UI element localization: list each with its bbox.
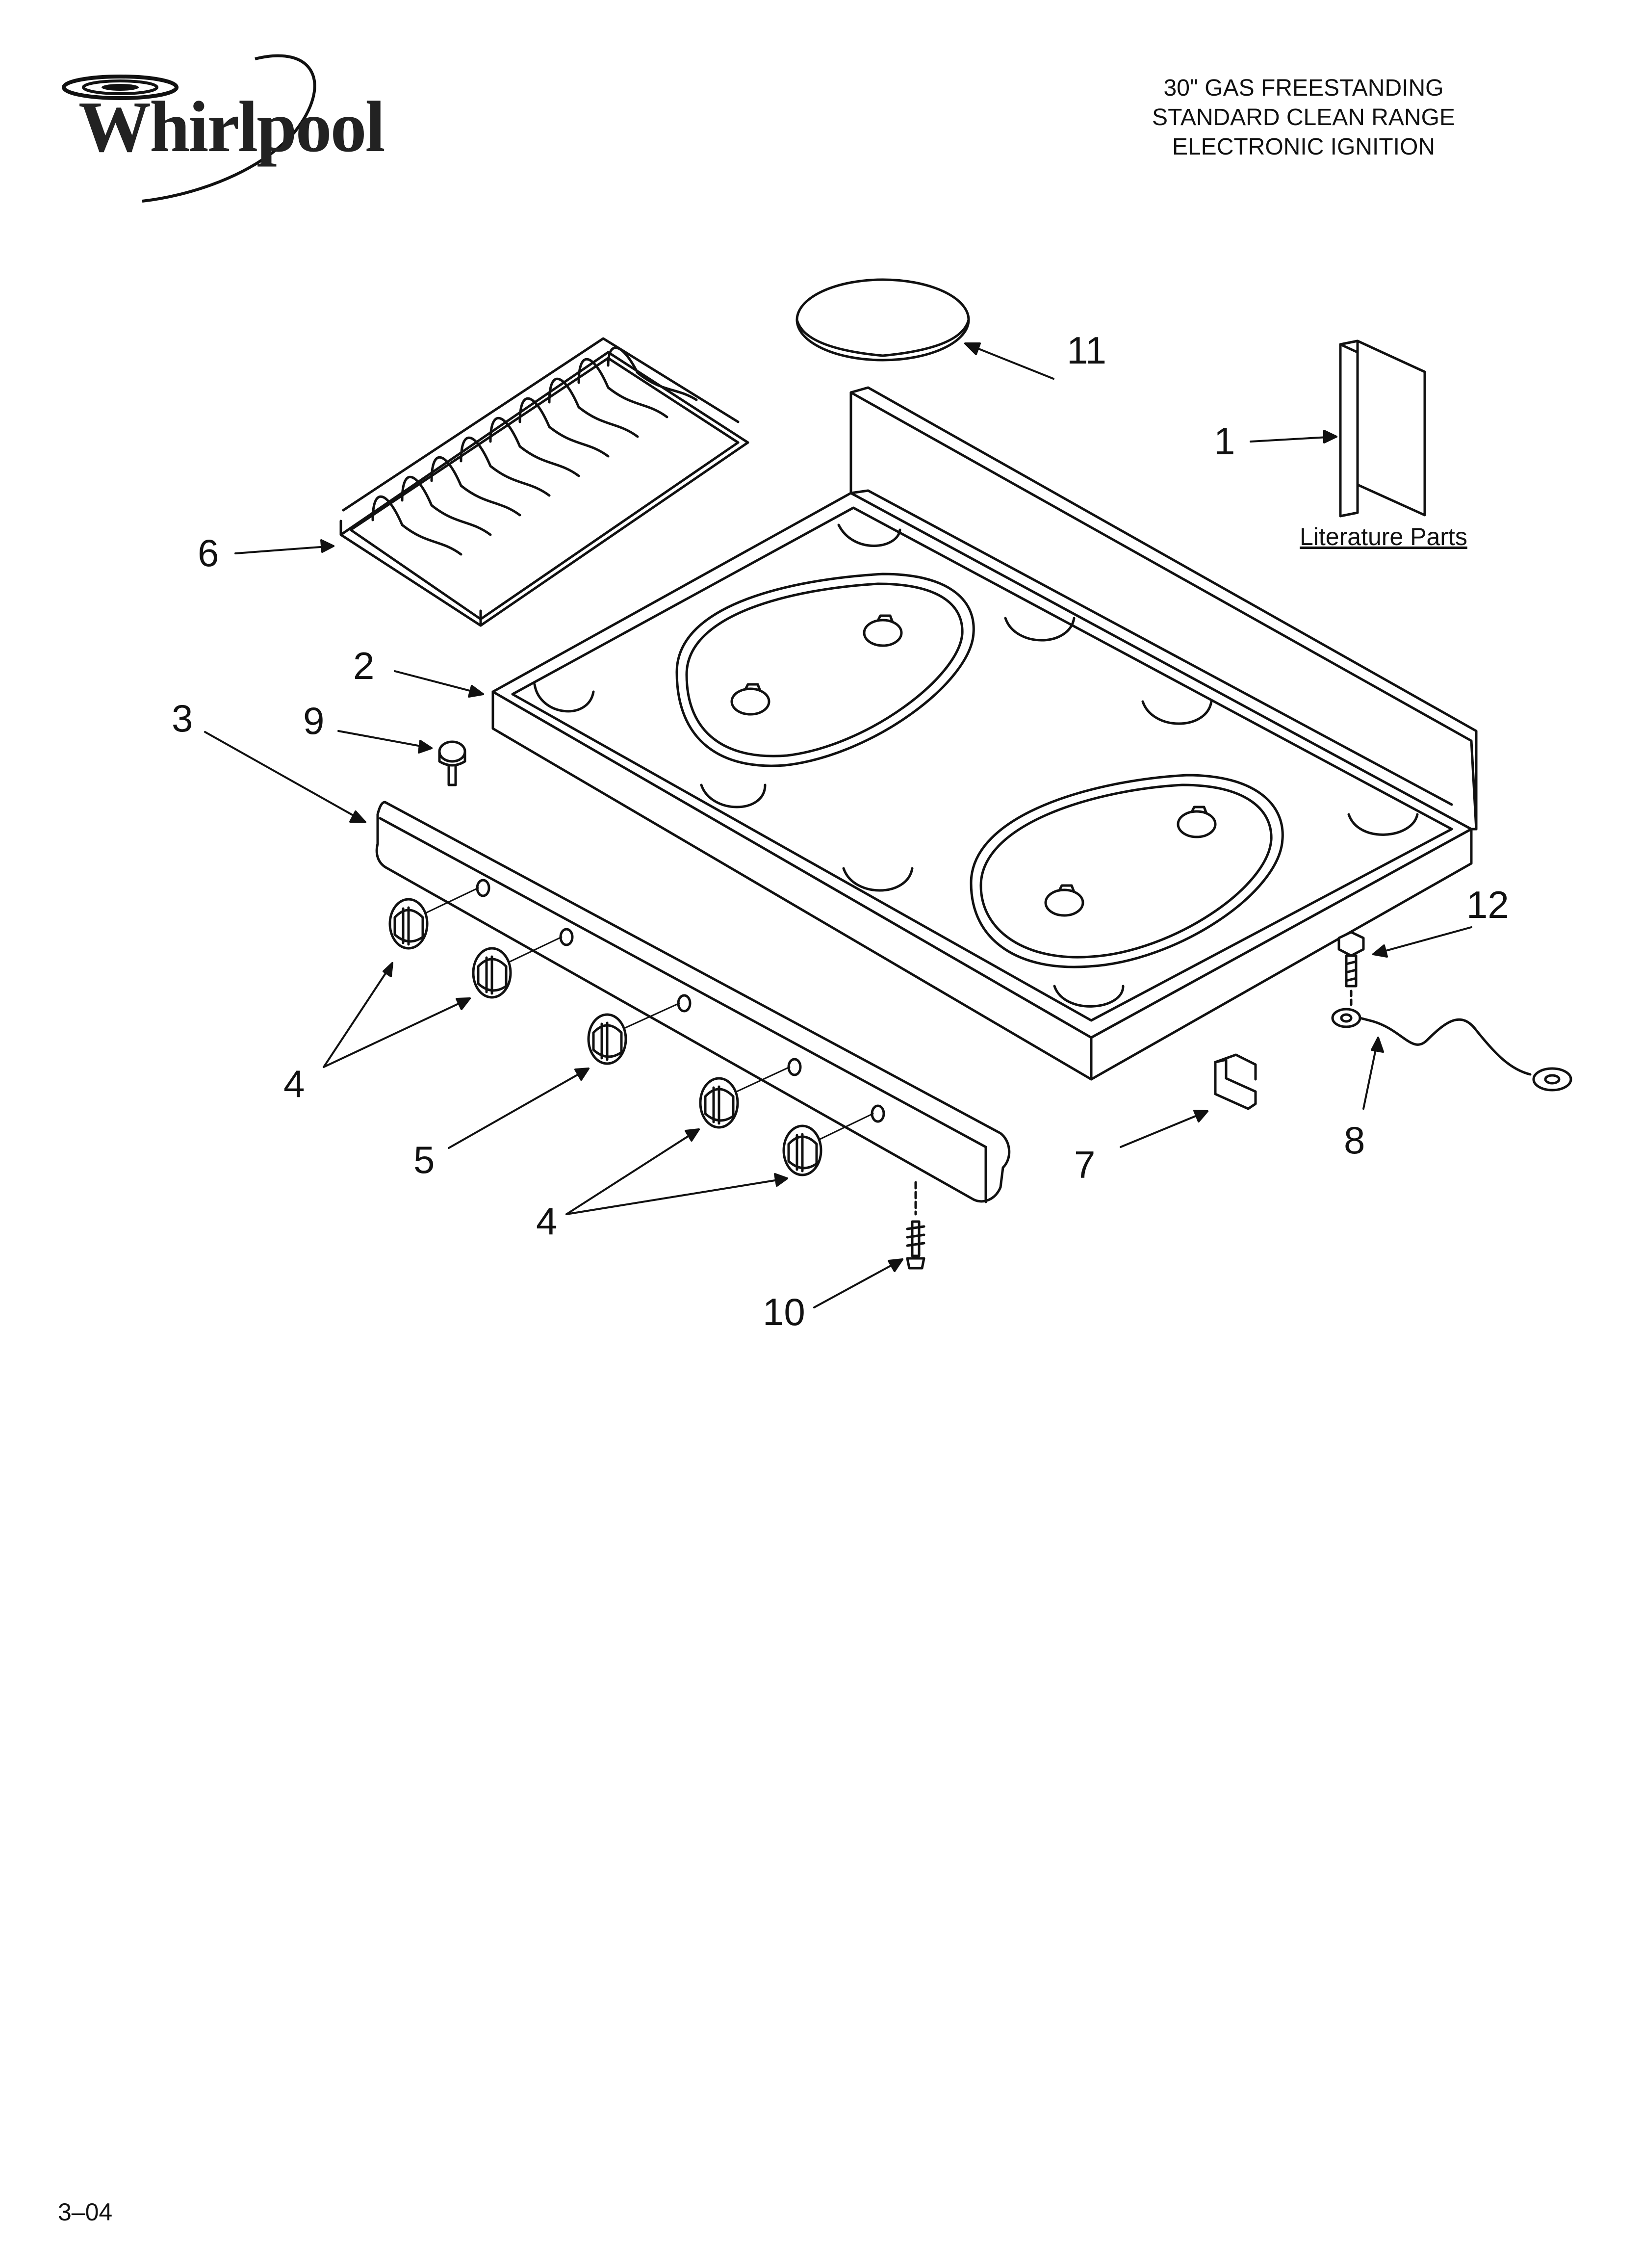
burner-cap-disc	[795, 278, 970, 362]
callout-4-upper: 4	[283, 1062, 305, 1105]
title-line-1: 30" GAS FREESTANDING	[1163, 75, 1444, 101]
control-panel	[375, 801, 1011, 1203]
callout-7: 7	[1074, 1143, 1096, 1186]
knob-4-icon	[699, 1077, 739, 1129]
callout-1: 1	[1214, 419, 1235, 463]
ground-wire-8-icon	[1331, 1008, 1572, 1092]
diagram-title: 30" GAS FREESTANDING STANDARD CLEAN RANG…	[1034, 74, 1573, 162]
control-knobs	[388, 887, 874, 1176]
callout-9: 9	[303, 699, 325, 742]
revision-code: 3–04	[58, 2198, 113, 2226]
callout-2: 2	[353, 644, 375, 687]
callout-4-lower: 4	[536, 1199, 558, 1243]
cooktop	[491, 386, 1478, 1081]
knob-2-icon	[472, 947, 512, 999]
callout-3: 3	[172, 697, 193, 740]
screw-9-icon	[438, 740, 466, 786]
callout-6: 6	[198, 531, 219, 574]
callout-11: 11	[1067, 329, 1106, 372]
callout-5: 5	[413, 1138, 435, 1181]
logo-wordmark: Whirlpool	[78, 87, 385, 167]
clip-7-icon	[1214, 1053, 1257, 1110]
wire-grate	[339, 337, 749, 627]
screw-10-icon	[906, 1181, 925, 1270]
title-line-2: STANDARD CLEAN RANGE	[1152, 104, 1455, 130]
literature-parts-label: Literature Parts	[1300, 523, 1467, 550]
title-line-3: ELECTRONIC IGNITION	[1172, 134, 1436, 160]
callout-12: 12	[1466, 883, 1509, 926]
knob-1-icon	[388, 898, 429, 950]
leader-lines	[204, 342, 1472, 1308]
knob-5-icon	[782, 1124, 822, 1176]
knob-3-icon	[587, 1013, 627, 1065]
literature-booklet	[1339, 339, 1426, 518]
screw-12-icon	[1337, 931, 1365, 1007]
callout-10: 10	[763, 1290, 805, 1333]
callout-8: 8	[1344, 1119, 1365, 1162]
